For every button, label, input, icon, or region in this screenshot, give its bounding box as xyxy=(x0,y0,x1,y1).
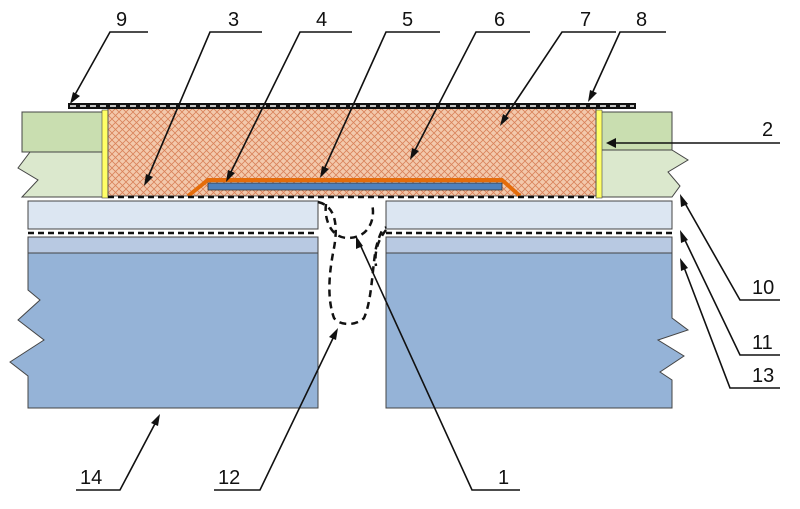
leader-14 xyxy=(76,414,160,491)
label-4: 4 xyxy=(316,9,327,31)
right-slab-blue xyxy=(385,252,690,409)
label-2: 2 xyxy=(762,119,773,141)
leader-13 xyxy=(680,258,780,389)
leader-12 xyxy=(214,328,338,491)
tape-profile xyxy=(324,203,375,240)
left-slab-blue xyxy=(9,252,319,409)
label-12: 12 xyxy=(218,467,240,489)
leader-9 xyxy=(70,31,148,104)
leader-2 xyxy=(606,138,780,148)
left-slab-light xyxy=(27,200,319,230)
leader-10 xyxy=(680,194,780,301)
right-slab-light xyxy=(385,200,673,230)
label-3: 3 xyxy=(228,9,239,31)
leader-7 xyxy=(500,31,616,126)
label-10: 10 xyxy=(752,277,774,299)
left-yellow-strip xyxy=(101,109,109,199)
leader-11 xyxy=(680,230,780,356)
right-yellow-strip xyxy=(595,109,603,199)
left-slab-mid xyxy=(27,236,319,254)
label-7: 7 xyxy=(580,9,591,31)
label-11: 11 xyxy=(752,332,773,354)
label-8: 8 xyxy=(636,9,647,31)
label-6: 6 xyxy=(494,9,505,31)
orange-strip xyxy=(186,178,522,198)
left-end-block-top xyxy=(21,111,106,153)
leader-4 xyxy=(226,31,352,182)
label-14: 14 xyxy=(80,467,102,489)
leader-6 xyxy=(410,31,530,160)
label-1: 1 xyxy=(498,467,509,489)
blue-strip xyxy=(207,182,503,191)
leader-3 xyxy=(144,31,262,186)
label-5: 5 xyxy=(402,9,413,31)
label-13: 13 xyxy=(752,365,774,387)
leader-1 xyxy=(356,236,520,491)
leader-8 xyxy=(588,31,666,102)
right-slab-mid xyxy=(385,236,673,254)
label-9: 9 xyxy=(116,9,127,31)
leader-5 xyxy=(320,31,440,178)
